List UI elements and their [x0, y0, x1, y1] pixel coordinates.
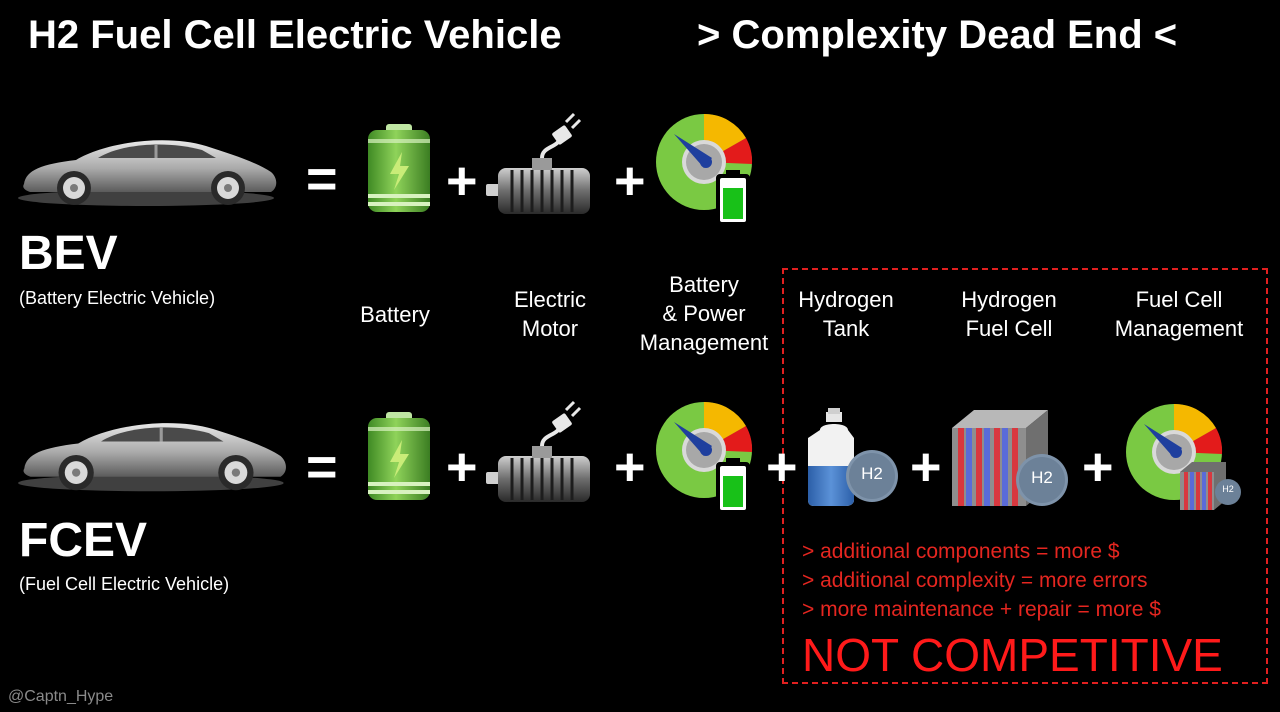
battery-icon: [368, 124, 430, 212]
gauge-shape: [1126, 403, 1241, 510]
hydrogen-tank-icon: H2: [806, 408, 902, 508]
battery-label: Battery: [360, 302, 430, 327]
plus-sign: +: [446, 151, 478, 211]
hydrogen-tank-label: Hydrogen Tank: [798, 287, 894, 341]
plus-sign: +: [614, 437, 646, 497]
h2-badge: H2: [861, 464, 883, 483]
power-management-gauge-icon: [656, 113, 753, 224]
verdict-text: NOT COMPETITIVE: [802, 629, 1223, 681]
fuel-cell-management-gauge-icon: H2: [1124, 402, 1244, 512]
complexity-notes: > additional components = more $ > addit…: [802, 537, 1161, 624]
note-line: > more maintenance + repair = more $: [802, 598, 1161, 621]
plus-sign: +: [446, 437, 478, 497]
page-tagline: > Complexity Dead End <: [697, 13, 1178, 57]
plus-sign: +: [1082, 437, 1114, 497]
battery-power-management-label: Battery & Power Management: [639, 272, 769, 355]
bev-description: (Battery Electric Vehicle): [19, 288, 216, 308]
hydrogen-fuel-cell-label: Hydrogen Fuel Cell: [961, 287, 1057, 341]
stack-shape: [952, 410, 1068, 506]
fcev-car-icon: [16, 421, 288, 493]
power-management-gauge-icon: [656, 401, 753, 512]
fcev-description: (Fuel Cell Electric Vehicle): [19, 574, 230, 594]
electric-motor-icon: [486, 112, 592, 216]
note-line: > additional complexity = more errors: [802, 569, 1148, 592]
h2-badge: H2: [1031, 468, 1053, 487]
bev-label: BEV: [19, 227, 118, 280]
page-title: H2 Fuel Cell Electric Vehicle: [28, 13, 562, 57]
equals-sign: =: [306, 437, 338, 497]
h2-badge: H2: [1222, 484, 1234, 494]
extra-components-box: [782, 268, 1268, 684]
fcev-label: FCEV: [19, 514, 148, 567]
fuel-cell-stack-icon: H2: [952, 408, 1072, 508]
battery-icon: [368, 412, 430, 500]
fuel-cell-management-label: Fuel Cell Management: [1114, 287, 1244, 341]
plus-sign: +: [614, 151, 646, 211]
plus-sign: +: [910, 437, 942, 497]
electric-motor-icon: [486, 400, 592, 504]
bev-car-icon: [16, 138, 278, 208]
plus-sign: +: [766, 437, 798, 497]
equals-sign: =: [306, 149, 338, 209]
tank-shape: [808, 408, 898, 506]
electric-motor-label: Electric Motor: [513, 287, 587, 341]
note-line: > additional components = more $: [802, 540, 1120, 563]
author-handle: @Captn_Hype: [8, 688, 114, 705]
